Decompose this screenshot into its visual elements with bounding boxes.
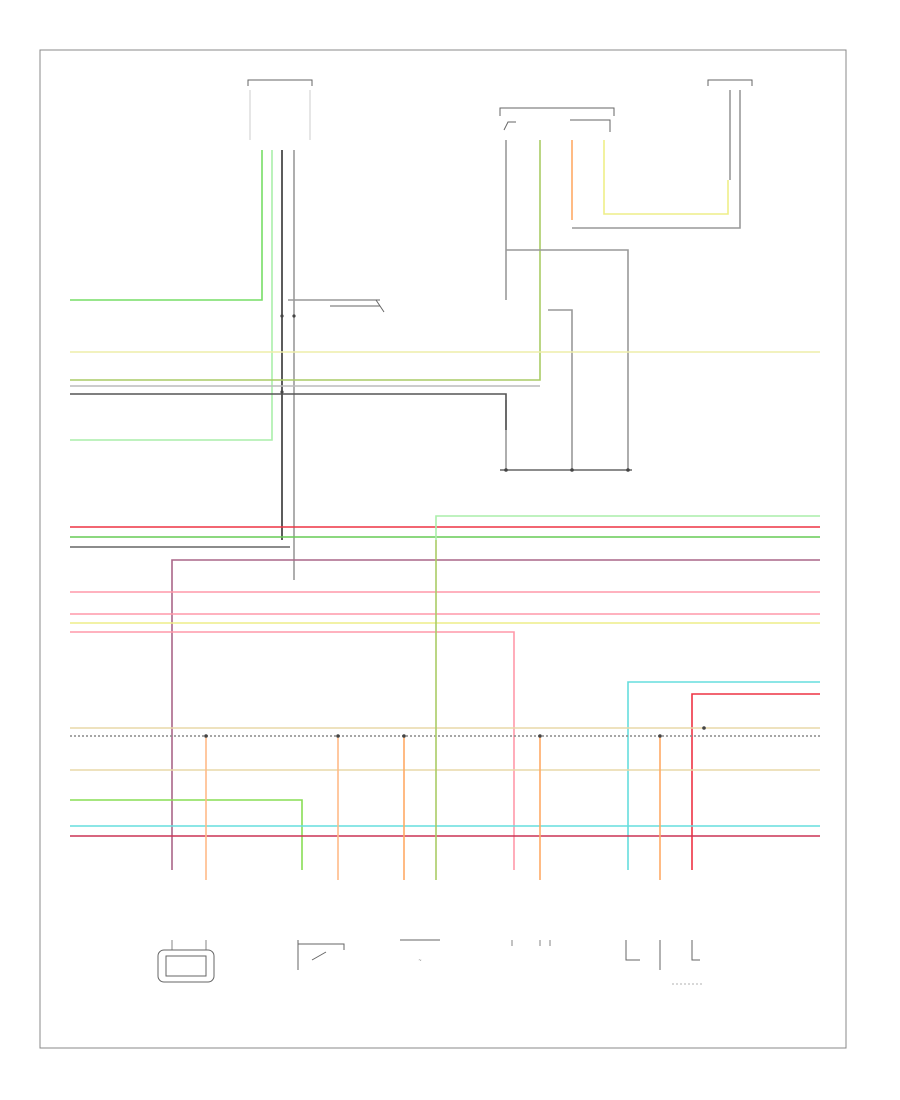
top-left-connector: [247, 79, 313, 140]
ground-splice-dots: [504, 468, 630, 472]
svg-text:~: ~: [419, 958, 422, 964]
sensor-splice-dots: [204, 726, 706, 738]
horizontal-bus-wires: [70, 351, 820, 870]
top-left-vertical-wires: [70, 150, 380, 580]
engine-oil-pressure-sensor: [297, 940, 345, 970]
top-center-connector: [499, 107, 615, 132]
diagram-frame: [39, 49, 847, 1049]
top-right-connector: [707, 79, 753, 180]
engine-coolant-temperature-sensor: ~: [400, 939, 440, 964]
top-center-wires: [70, 140, 741, 471]
knock-sensor: [511, 940, 551, 946]
crankshaft-position-sensor: [157, 940, 215, 983]
fuel-rail-pressure-sensor: [625, 940, 704, 985]
sensor-drop-wires: [205, 540, 661, 880]
top-left-splice-connector: [330, 299, 385, 313]
splice-dots-top-left: [280, 314, 296, 394]
